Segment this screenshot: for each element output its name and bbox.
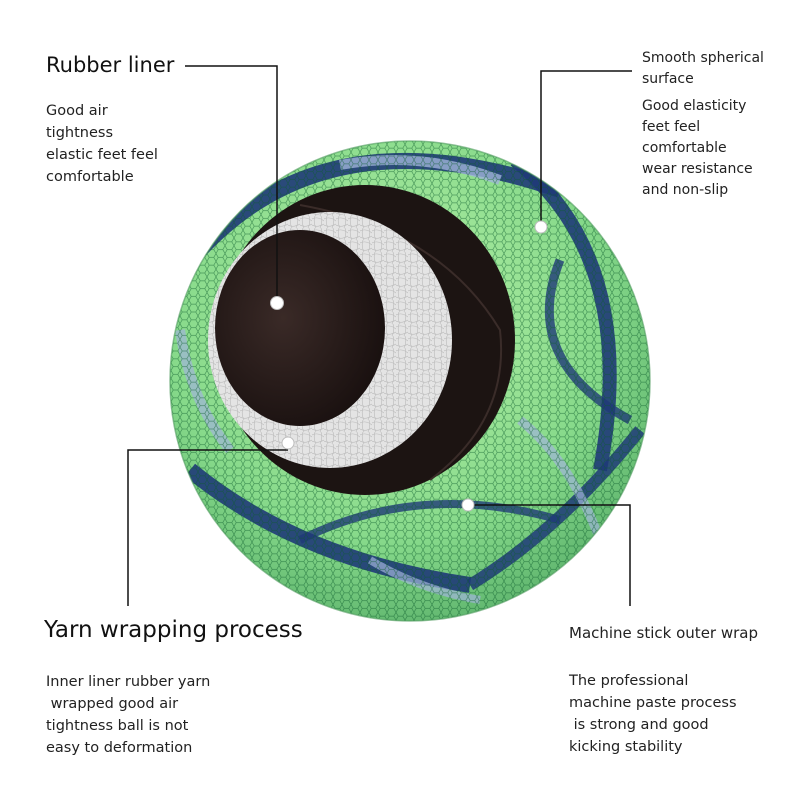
surface-line: feet feel xyxy=(642,119,701,135)
surface-line: wear resistance xyxy=(642,161,753,177)
yarn-description: Inner liner rubber yarn wrapped good air… xyxy=(46,671,210,759)
callout-lines xyxy=(127,65,632,606)
surface-title: Smooth spherical surface xyxy=(642,48,764,90)
surface-title-line: Smooth spherical xyxy=(642,50,764,66)
yarn-line: Inner liner rubber yarn xyxy=(46,674,211,690)
surface-line: Good elasticity xyxy=(642,98,747,114)
yarn-title: Yarn wrapping process xyxy=(44,617,303,643)
outer-wrap-line: The professional xyxy=(569,673,689,689)
rubber-liner-title: Rubber liner xyxy=(46,53,175,77)
rubber-liner-line: comfortable xyxy=(46,169,134,185)
yarn-line: wrapped good air xyxy=(46,696,179,712)
outer-wrap-line: machine paste process xyxy=(569,695,737,711)
yarn-line: easy to deformation xyxy=(46,740,193,756)
rubber-liner-core xyxy=(215,230,385,426)
callout-markers xyxy=(270,220,548,512)
surface-line: and non-slip xyxy=(642,182,729,198)
outer-wrap-title: Machine stick outer wrap xyxy=(569,624,759,642)
cutaway-section xyxy=(208,185,515,495)
outer-wrap-line: is strong and good xyxy=(569,717,709,733)
surface-title-line: surface xyxy=(642,71,694,87)
outer-wrap-description: The professional machine paste process i… xyxy=(569,670,737,758)
outer-wrap-line: kicking stability xyxy=(569,739,683,755)
rubber-liner-line: Good air xyxy=(46,103,108,119)
surface-line: comfortable xyxy=(642,140,727,156)
rubber-liner-description: Good air tightness elastic feet feel com… xyxy=(46,100,158,188)
rubber-liner-line: elastic feet feel xyxy=(46,147,158,163)
yarn-line: tightness ball is not xyxy=(46,718,189,734)
rubber-liner-line: tightness xyxy=(46,125,114,141)
surface-description: Good elasticity feet feel comfortable we… xyxy=(642,96,753,201)
